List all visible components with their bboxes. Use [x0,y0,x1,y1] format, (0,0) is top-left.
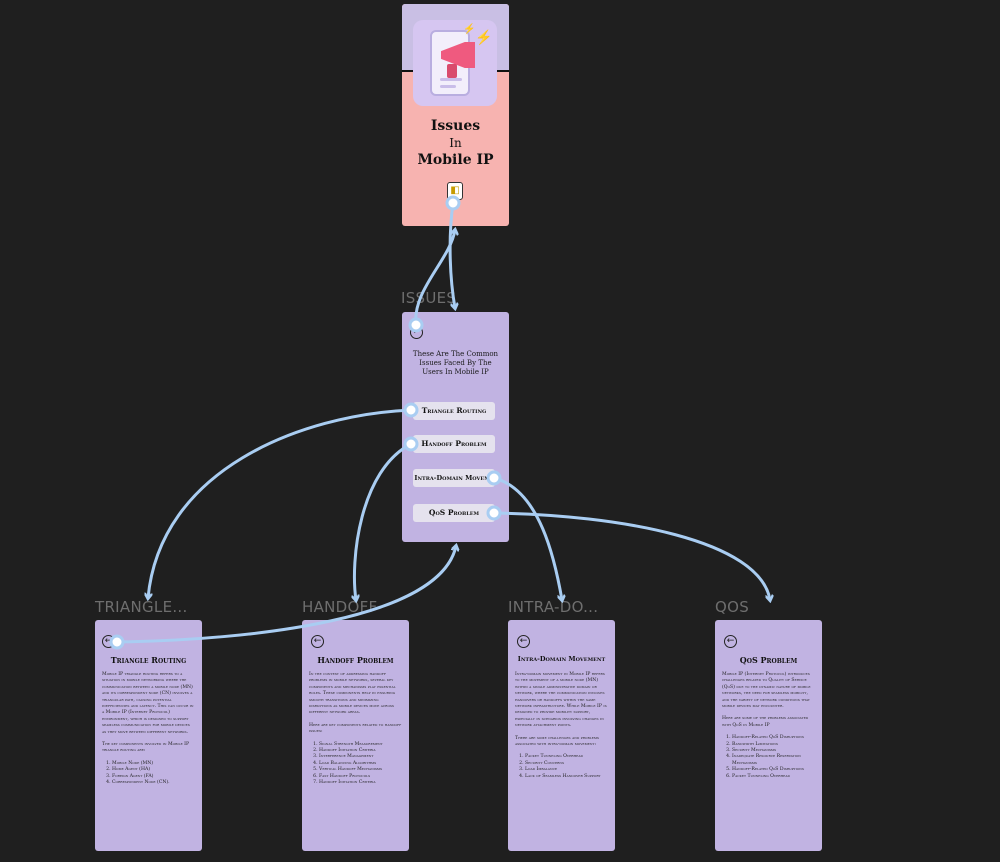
list-item: Mobile Node (MN) [112,761,195,767]
back-icon[interactable]: ← [724,635,737,648]
body-paragraph: Here are some of the problems associated… [722,716,809,728]
body-paragraph: The key components involved in Mobile IP… [102,742,190,754]
list-item: Correspondent Node (CN). [112,780,195,786]
connector-node[interactable] [109,634,125,650]
connector-node[interactable] [403,436,419,452]
issues-frame-label[interactable]: ISSUES [401,289,457,307]
body-paragraph: Intra-domain movement in Mobile IP refer… [515,672,607,729]
lightning-icon: ⚡ [463,24,476,35]
list-item: Signal Strength Measurement [319,742,402,748]
list-item: Security Concerns [525,761,608,767]
list-item: Bandwidth Limitations [732,742,815,748]
list-item: Inadequate Resource Reservation Mechanis… [732,754,815,767]
cover-title-line3: Mobile IP [417,152,494,168]
body-paragraph: Mobile IP (Internet Protocol) introduces… [722,672,811,710]
connector-node[interactable] [403,402,419,418]
connector-to-triangle[interactable] [148,408,413,598]
list-item: Vertical Handoff Mechanisms [319,767,402,773]
megaphone-handle [447,64,457,78]
list-item: Load Imbalance [525,767,608,773]
issue-button-qos-problem[interactable]: QoS Problem [413,504,495,522]
phone-text-line [440,78,462,81]
triangle-routing-frame[interactable]: ← Triangle Routing Mobile IP triangle ro… [95,620,202,851]
connector-to-handoff[interactable] [354,442,413,600]
qos-frame-label[interactable]: QOS [715,598,750,616]
body-paragraph: Here are key components related to hando… [309,722,402,735]
issue-button-handoff-problem[interactable]: Handoff Problem [413,435,495,453]
body-paragraph: In the context of addressing handoff pro… [309,672,396,716]
connector-to-qos[interactable] [492,511,770,600]
issues-intro-text: These Are The Common Issues Faced By The… [412,350,499,376]
cover-title-line1: Issues [430,118,481,134]
intra-frame-label[interactable]: INTRA-DO... [508,598,599,616]
frame-title: QoS Problem [739,655,798,665]
connector-to-intra[interactable] [492,476,562,600]
frame-body: Intra-domain movement in Mobile IP refer… [515,672,608,780]
issues-frame[interactable]: ← These Are The Common Issues Faced By T… [402,312,509,542]
list-item: Handoff Initiation Criteria [319,748,402,754]
list-item: Lack of Seamless Handover Support [525,774,608,780]
body-list: Mobile Node (MN) Home Agent (HA) Foreign… [102,761,195,787]
intra-domain-frame[interactable]: ← Intra-Domain Movement Intra-domain mov… [508,620,615,851]
list-item: Fast Handoff Protocols [319,774,402,780]
list-item: Foreign Agent (FA) [112,774,195,780]
list-item: Home Agent (HA) [112,767,195,773]
frame-body: Mobile IP (Internet Protocol) introduces… [722,672,815,780]
list-item: Interference Management [319,754,402,760]
megaphone-phone-illustration: ⚡ ⚡ [413,20,497,106]
issue-button-intra-domain[interactable]: Intra-Domain Moveme [413,469,495,487]
phone-text-line [440,85,456,88]
frame-title: Intra-Domain Movement [517,655,606,663]
frame-title: Triangle Routing [110,655,187,665]
list-item: Security Mechanisms [732,748,815,754]
cover-frame[interactable]: ⚡ ⚡ Issues In Mobile IP ◧ [402,4,509,226]
qos-problem-frame[interactable]: ← QoS Problem Mobile IP (Internet Protoc… [715,620,822,851]
frame-body: Mobile IP triangle routing refers to a s… [102,672,195,787]
body-list: Handoff-Related QoS Disruptions Bandwidt… [722,735,815,780]
body-list: Signal Strength Measurement Handoff Init… [309,742,402,787]
handoff-problem-frame[interactable]: ← Handoff Problem In the context of addr… [302,620,409,851]
body-paragraph: Mobile IP triangle routing refers to a s… [102,672,194,735]
connector-triangle-back[interactable] [115,546,456,644]
list-item: Packet Tunneling Overhead [732,774,815,780]
lightning-icon: ⚡ [475,30,493,46]
connector-node[interactable] [445,195,461,211]
frame-body: In the context of addressing handoff pro… [309,672,402,787]
list-item: Handoff-Related QoS Disruptions [732,767,815,773]
body-paragraph: There are some challenges and problems a… [515,735,599,748]
connector-issues-to-cover[interactable] [414,230,455,327]
connector-cover-to-issues[interactable] [448,201,455,308]
back-icon[interactable]: ← [517,635,530,648]
list-item: Handoff Initiation Criteria [319,780,402,786]
back-icon[interactable]: ← [311,635,324,648]
cover-title-line2: In [449,136,462,150]
triangle-frame-label[interactable]: TRIANGLE... [95,598,188,616]
list-item: Handoff-Related QoS Disruptions [732,735,815,741]
frame-title: Handoff Problem [317,655,394,665]
issue-button-triangle-routing[interactable]: Triangle Routing [413,402,495,420]
connector-node[interactable] [486,505,502,521]
body-list: Packet Tunneling Overhead Security Conce… [515,754,608,780]
list-item: Packet Tunneling Overhead [525,754,608,760]
connector-node[interactable] [408,317,424,333]
connector-node[interactable] [486,470,502,486]
list-item: Load Balancing Algorithms [319,761,402,767]
